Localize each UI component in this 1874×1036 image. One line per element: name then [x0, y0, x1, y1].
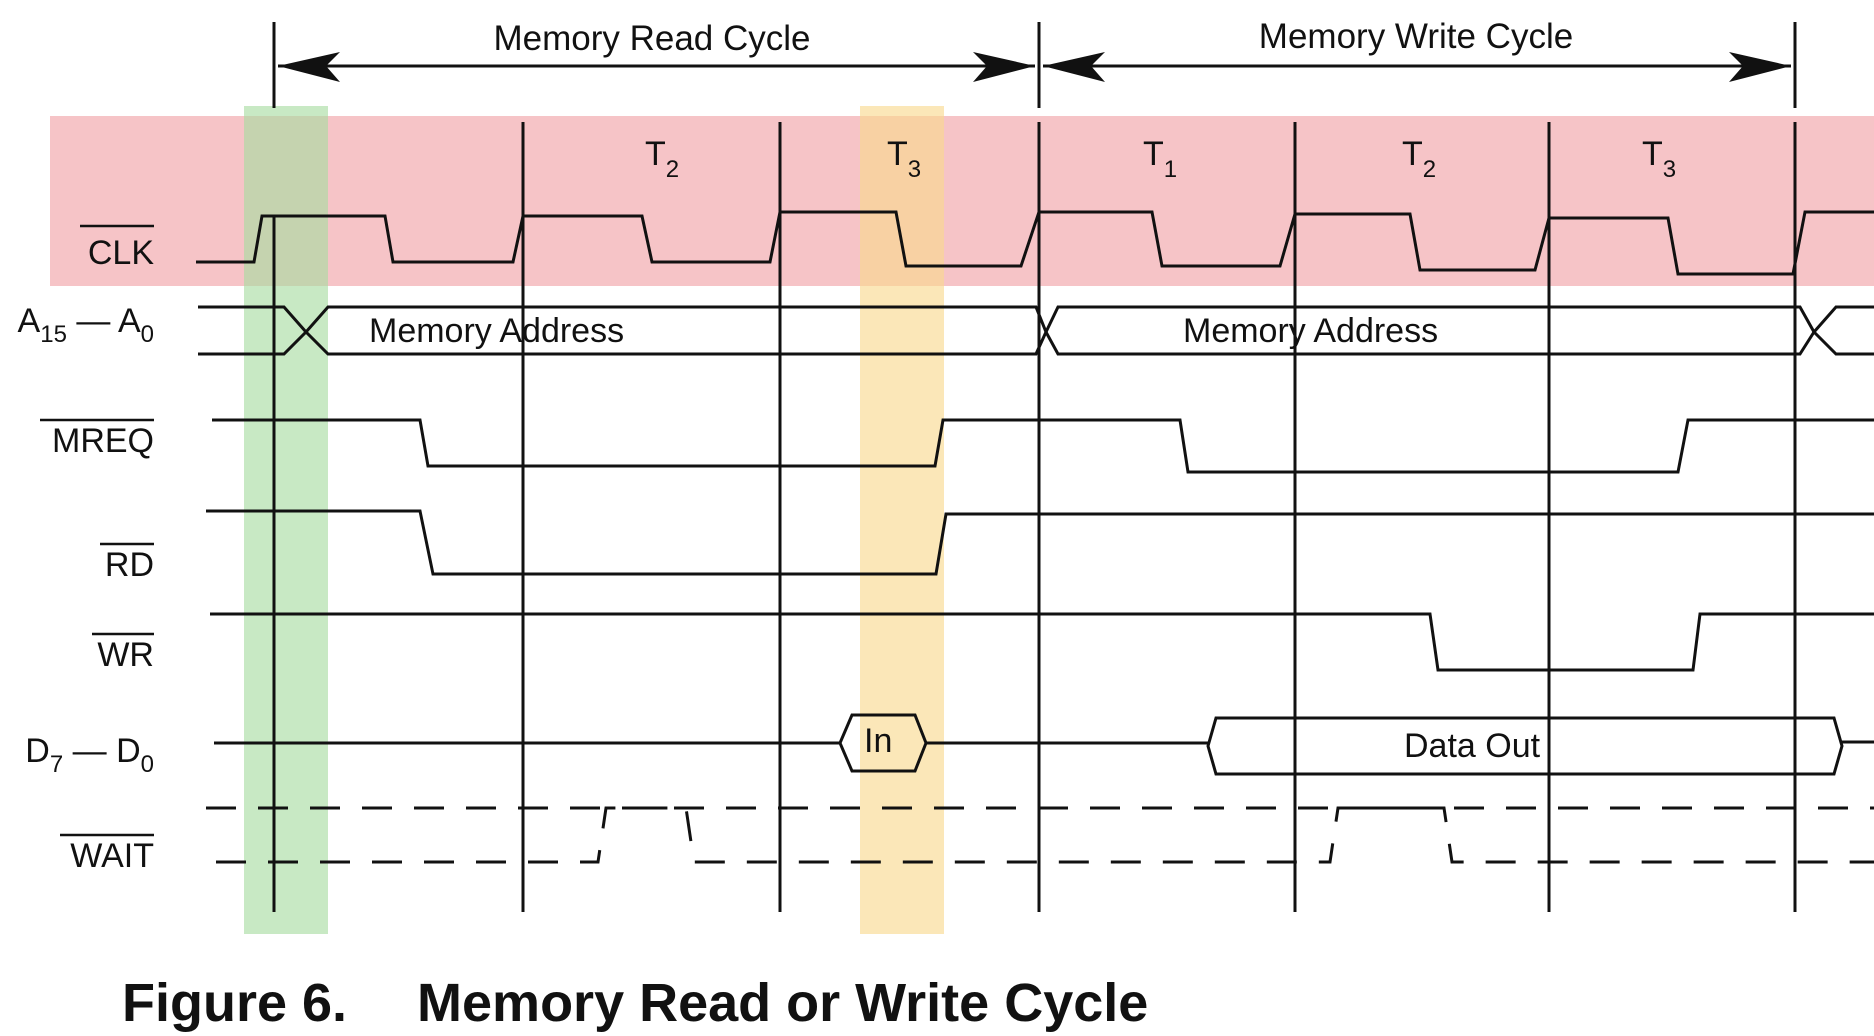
t-state-label: T3 — [887, 135, 921, 183]
wr-label: WR — [97, 636, 154, 674]
address-read-label: Memory Address — [369, 312, 624, 350]
data-out-hexagon — [1206, 716, 1844, 776]
mreq-label: MREQ — [52, 422, 154, 460]
figure-title: Memory Read or Write Cycle — [417, 973, 1149, 1033]
t-state-label: T3 — [1642, 135, 1676, 183]
t-state-label: T2 — [645, 135, 679, 183]
t1-start-highlight — [244, 106, 328, 934]
clk-highlight-band — [50, 116, 1874, 286]
clk-label: CLK — [88, 234, 154, 272]
rd-label: RD — [105, 546, 154, 584]
wait-waveform — [206, 806, 1874, 864]
clk-waveform — [196, 210, 1874, 276]
t-state-gridlines — [272, 122, 1797, 912]
data-out-label: Data Out — [1404, 727, 1541, 765]
t3-sample-highlight — [860, 106, 944, 934]
signal-labels: CLK A15 — A0 MREQ RD WR D7 — D0 WAIT — [18, 224, 154, 875]
t-state-labels: T2 T3 T1 T2 T3 — [645, 135, 1676, 183]
mreq-waveform — [212, 418, 1874, 474]
t-state-label: T2 — [1402, 135, 1436, 183]
data-bus-label: D7 — D0 — [25, 732, 154, 778]
address-write-label: Memory Address — [1183, 312, 1438, 350]
t-state-label: T1 — [1143, 135, 1177, 183]
address-bus-label: A15 — A0 — [18, 302, 154, 348]
data-bus-waveform: In Data Out — [214, 713, 1874, 776]
write-cycle-label: Memory Write Cycle — [1259, 17, 1573, 56]
figure-caption: Figure 6. Memory Read or Write Cycle — [122, 972, 1148, 1034]
figure-number: Figure 6. — [122, 973, 348, 1033]
address-bus-waveform: Memory Address Memory Address — [198, 305, 1874, 356]
wr-waveform — [210, 612, 1874, 672]
cycle-markers: Memory Read Cycle Memory Write Cycle — [272, 17, 1797, 108]
wait-label: WAIT — [70, 837, 154, 875]
read-cycle-label: Memory Read Cycle — [493, 19, 810, 58]
data-in-label: In — [864, 722, 892, 760]
rd-waveform — [206, 509, 1874, 576]
